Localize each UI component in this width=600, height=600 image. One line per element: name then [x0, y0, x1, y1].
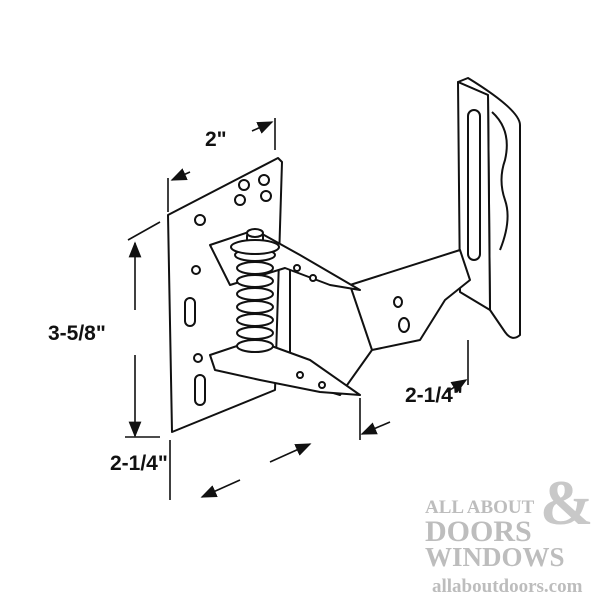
logo-ampersand: & [540, 467, 593, 538]
logo-url: allaboutdoors.com [432, 576, 583, 597]
logo-line3: WINDOWS [425, 542, 565, 572]
logo-line2: DOORS [425, 515, 532, 548]
logo-line1: ALL ABOUT [425, 497, 535, 518]
dimension-arrow-2in-right [251, 121, 274, 134]
arm-bend [349, 284, 373, 351]
right-plate-slot [467, 109, 481, 261]
arm-hole [393, 296, 403, 308]
bracket-part [167, 77, 521, 433]
upper-spring-arm [209, 229, 361, 291]
right-plate-clip [491, 111, 509, 251]
dimension-label-depth-bottom: 2-1/4" [110, 452, 168, 475]
dimension-lines [125, 118, 469, 500]
dimension-label-height: 3-5/8" [48, 322, 106, 345]
dimension-arrow-right-right [444, 379, 468, 394]
pivot-pin [230, 228, 280, 255]
dimension-arrow-bottom-left [200, 479, 241, 498]
dimension-arrow-2in-left [170, 168, 191, 181]
left-plate-holes [184, 174, 272, 406]
arm-hole [398, 317, 410, 333]
all-about-doors-windows-logo: & ALL ABOUT DOORS WINDOWS allaboutdoors.… [425, 467, 593, 597]
dimension-arrow-right-left [360, 421, 391, 435]
dimension-label-depth-right: 2-1/4" [405, 384, 463, 407]
dimension-arrow-bottom-right [269, 443, 312, 463]
dimension-label-width: 2" [205, 128, 227, 151]
right-plate [457, 77, 521, 339]
